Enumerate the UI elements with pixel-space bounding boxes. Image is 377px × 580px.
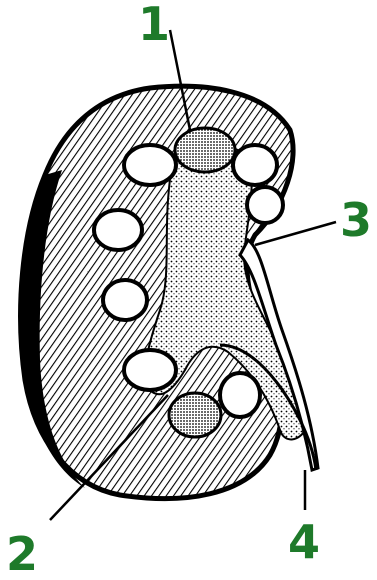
calyx-left-1 xyxy=(94,210,142,250)
calyx-lower-left xyxy=(124,350,176,390)
calyx-upper-left xyxy=(124,145,176,185)
calyx-top xyxy=(175,128,235,172)
label-3: 3 xyxy=(340,193,372,247)
calyx-upper-right xyxy=(233,145,277,185)
calyx-bottom xyxy=(169,393,221,437)
calyx-left-2 xyxy=(103,280,147,320)
label-2: 2 xyxy=(6,527,38,580)
calyx-right-1 xyxy=(247,187,283,223)
calyx-lower-right xyxy=(220,373,260,417)
label-4: 4 xyxy=(288,515,320,569)
leader-line-3 xyxy=(255,222,336,245)
label-1: 1 xyxy=(138,0,170,51)
